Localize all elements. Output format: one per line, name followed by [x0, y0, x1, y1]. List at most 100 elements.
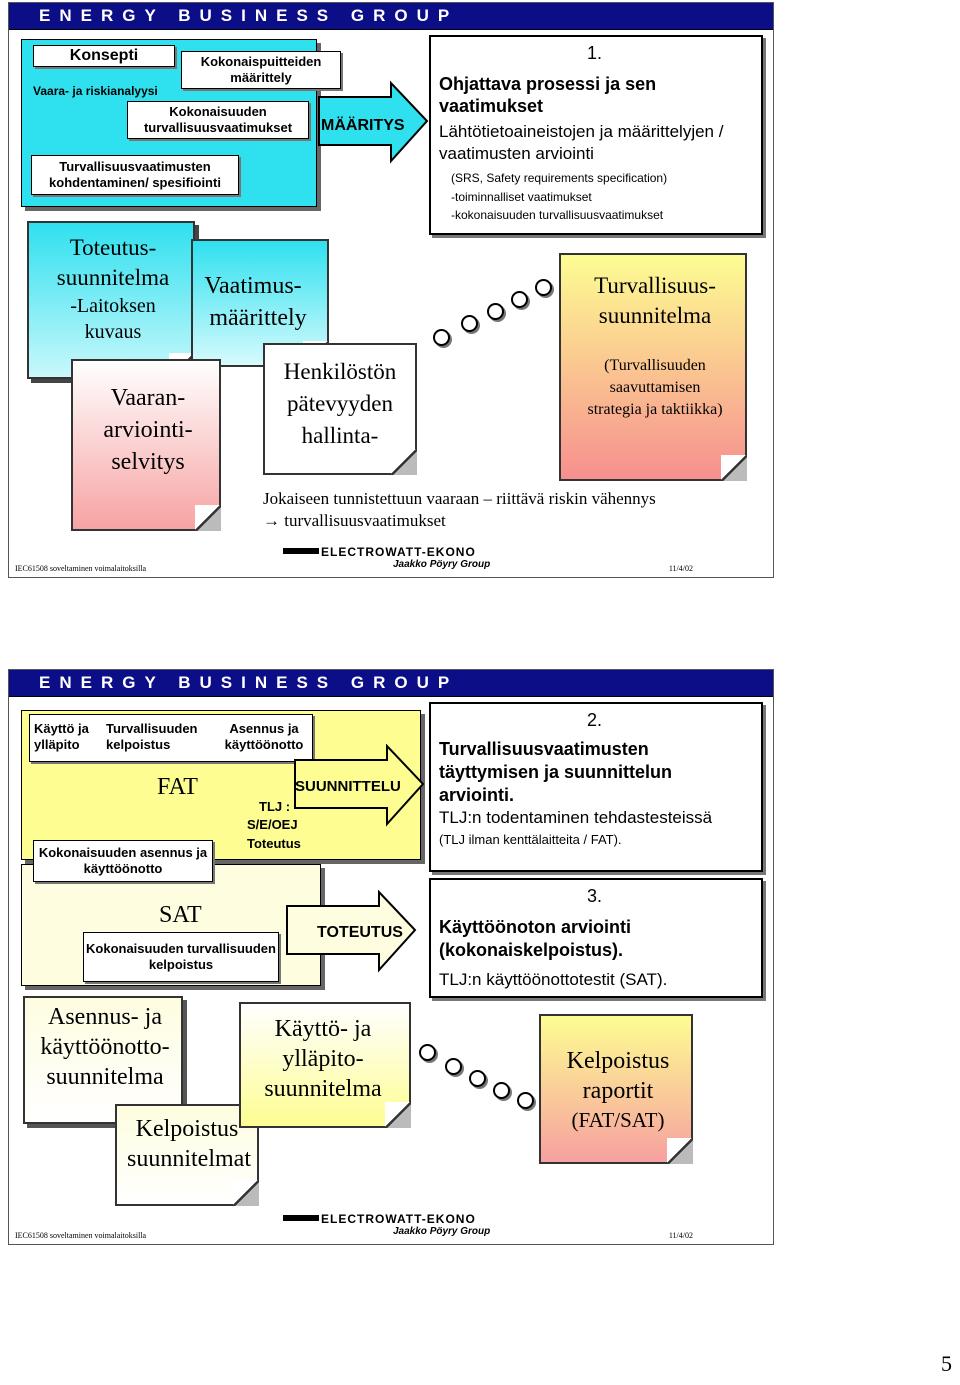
turva-line2: suunnitelma	[598, 303, 712, 328]
kok-asennus-label: Kokonaisuuden asennus ja käyttöönotto	[33, 840, 213, 882]
toteutus-line3: -Laitoksen	[70, 295, 156, 317]
kokonaispuitteiden-label: Kokonaispuitteiden määrittely	[181, 51, 341, 89]
bubble	[493, 1082, 510, 1099]
asennus-plan-line3: suunnitelma	[46, 1064, 164, 1090]
vaaran-note: Vaaran- arviointi- selvitys	[71, 359, 221, 531]
bubble	[433, 329, 450, 346]
turva-line5: strategia ja taktiikka)	[587, 401, 723, 418]
logo-subtext: Jaakko Pöyry Group	[393, 1226, 491, 1237]
vaaran-line1: Vaaran-	[110, 385, 186, 411]
asennus-label: Asennus ja käyttöönotto	[224, 721, 304, 752]
info3-number: 3.	[587, 886, 603, 906]
kelpoistus-label: Turvallisuuden kelpoistus	[106, 721, 198, 752]
sat-label: SAT	[159, 902, 202, 928]
info-small-1: (SRS, Safety requirements specification)	[451, 171, 668, 185]
footer-left: IEC61508 soveltaminen voimalaitoksilla	[15, 564, 147, 573]
logo: ELECTROWATT-EKONO Jaakko Pöyry Group	[283, 1212, 503, 1240]
info-small-3: -kokonaisuuden turvallisuusvaatimukset	[451, 208, 664, 222]
kelp-plan-line1: Kelpoistus	[135, 1116, 239, 1142]
info-box-2: 2. Turvallisuusvaatimusten täyttymisen j…	[429, 702, 763, 872]
bottom-text-2: → turvallisuusvaatimukset	[263, 511, 446, 530]
suunnittelu-arrow	[294, 744, 425, 827]
turva-line3: (Turvallisuuden	[604, 357, 706, 374]
bubble	[517, 1092, 534, 1109]
toteutus-line1: Toteutus-	[69, 235, 157, 260]
kaytto-plan-note: Käyttö- ja ylläpito- suunnitelma	[239, 1002, 411, 1128]
kaytto-plan-line1: Käyttö- ja	[274, 1016, 372, 1042]
henkilosto-note: Henkilöstön pätevyyden hallinta-	[263, 343, 417, 475]
raportti-line1: Kelpoistus	[566, 1048, 670, 1074]
bubble	[445, 1058, 462, 1075]
kelp-plan-line2: suunnitelmat	[127, 1146, 251, 1172]
konsepti-label: Konsepti	[33, 45, 175, 67]
banner-title: ENERGY BUSINESS GROUP	[39, 673, 459, 692]
info-box-3: 3. Käyttöönoton arviointi (kokonaiskelpo…	[429, 878, 763, 998]
bubble	[511, 291, 528, 308]
toteutus-line4: kuvaus	[84, 321, 142, 343]
henkilo-line1: Henkilöstön	[283, 359, 397, 384]
kaytto-label: Käyttö ja ylläpito	[34, 721, 89, 752]
turva-line4: saavuttamisen	[609, 379, 701, 396]
henkilo-line2: pätevyyden	[286, 391, 393, 416]
logo: ELECTROWATT-EKONO Jaakko Pöyry Group	[283, 545, 503, 573]
vaara-label: Vaara- ja riskianalyysi	[33, 84, 158, 98]
vaaran-line3: selvitys	[111, 449, 185, 475]
toteutus-line2: suunnitelma	[56, 265, 170, 290]
info2-small: (TLJ ilman kenttälaitteita / FAT).	[439, 832, 622, 847]
toteutus-label: TOTEUTUS	[317, 924, 403, 941]
info-title: Ohjattava prosessi ja sen vaatimukset	[439, 74, 657, 116]
toteutus-note: Toteutus- suunnitelma -Laitoksen kuvaus	[27, 221, 195, 379]
footer-left: IEC61508 soveltaminen voimalaitoksilla	[15, 1231, 147, 1240]
page-number: 5	[941, 1351, 952, 1376]
vaaran-line2: arviointi-	[103, 417, 193, 443]
top-label-box: Käyttö ja ylläpito Turvallisuuden kelpoi…	[29, 714, 313, 762]
info3-subtitle: TLJ:n käyttöönottotestit (SAT).	[439, 970, 668, 989]
kokonaisuuden-label: Kokonaisuuden turvallisuusvaatimukset	[127, 101, 309, 139]
asennus-plan-line2: käyttöönotto-	[40, 1034, 170, 1060]
raportti-note: Kelpoistus raportit (FAT/SAT)	[539, 1014, 693, 1164]
suunnittelu-label: SUUNNITTELU	[295, 778, 401, 795]
tlj-label: TLJ :	[259, 799, 291, 814]
bottom-text-1: Jokaiseen tunnistettuun vaaraan – riittä…	[263, 489, 656, 508]
kok-kelp-label: Kokonaisuuden turvallisuuden kelpoistus	[83, 932, 279, 982]
info3-title: Käyttöönoton arviointi (kokonaiskelpoist…	[439, 917, 631, 960]
kelpoistus-plan-note: Kelpoistus suunnitelmat	[115, 1104, 259, 1206]
raportti-line3: (FAT/SAT)	[571, 1108, 665, 1132]
logo-subtext: Jaakko Pöyry Group	[393, 559, 491, 570]
vaatimus-line1: Vaatimus-	[204, 273, 302, 299]
info2-subtitle: TLJ:n todentaminen tehdastesteissä	[439, 808, 713, 827]
turva-line1: Turvallisuus-	[594, 273, 716, 298]
banner: ENERGY BUSINESS GROUP	[9, 670, 773, 697]
vaatimus-line2: määrittely	[209, 305, 307, 331]
info2-title: Turvallisuusvaatimusten täyttymisen ja s…	[439, 739, 673, 805]
turvallisuus-note: Turvallisuus- suunnitelma (Turvallisuude…	[559, 253, 747, 481]
slide-2: ENERGY BUSINESS GROUP Käyttö ja ylläpito…	[8, 669, 774, 1245]
raportti-line2: raportit	[582, 1078, 654, 1104]
logo-text: ELECTROWATT-EKONO	[321, 545, 476, 559]
bubble	[419, 1044, 436, 1061]
henkilo-line3: hallinta-	[301, 423, 379, 448]
info-small-2: -toiminnalliset vaatimukset	[451, 190, 592, 204]
bubble	[487, 303, 504, 320]
logo-text: ELECTROWATT-EKONO	[321, 1212, 476, 1226]
bubble	[535, 279, 552, 296]
maaritys-arrow	[318, 80, 429, 164]
info-number: 1.	[587, 43, 603, 63]
kaytto-plan-line2: ylläpito-	[282, 1046, 364, 1072]
asennus-plan-note: Asennus- ja käyttöönotto- suunnitelma	[23, 996, 183, 1124]
bubble	[469, 1070, 486, 1087]
info2-number: 2.	[587, 710, 603, 730]
info-subtitle: Lähtötietoaineistojen ja määrittelyjen /…	[439, 122, 724, 163]
toteutus-arrow	[286, 890, 417, 973]
banner: ENERGY BUSINESS GROUP	[9, 3, 773, 30]
slide-1: ENERGY BUSINESS GROUP Konsepti Vaara- ja…	[8, 2, 774, 578]
seoej-label: S/E/OEJ	[247, 817, 298, 832]
asennus-plan-line1: Asennus- ja	[48, 1004, 162, 1030]
banner-title: ENERGY BUSINESS GROUP	[39, 6, 459, 25]
maaritys-label: MÄÄRITYS	[321, 117, 405, 134]
footer-date: 11/4/02	[668, 564, 693, 573]
kohdentaminen-label: Turvallisuusvaatimusten kohdentaminen/ s…	[31, 155, 239, 195]
fat-label: FAT	[157, 774, 198, 800]
info-box-1: 1. Ohjattava prosessi ja sen vaatimukset…	[429, 35, 763, 235]
bubble	[461, 315, 478, 332]
